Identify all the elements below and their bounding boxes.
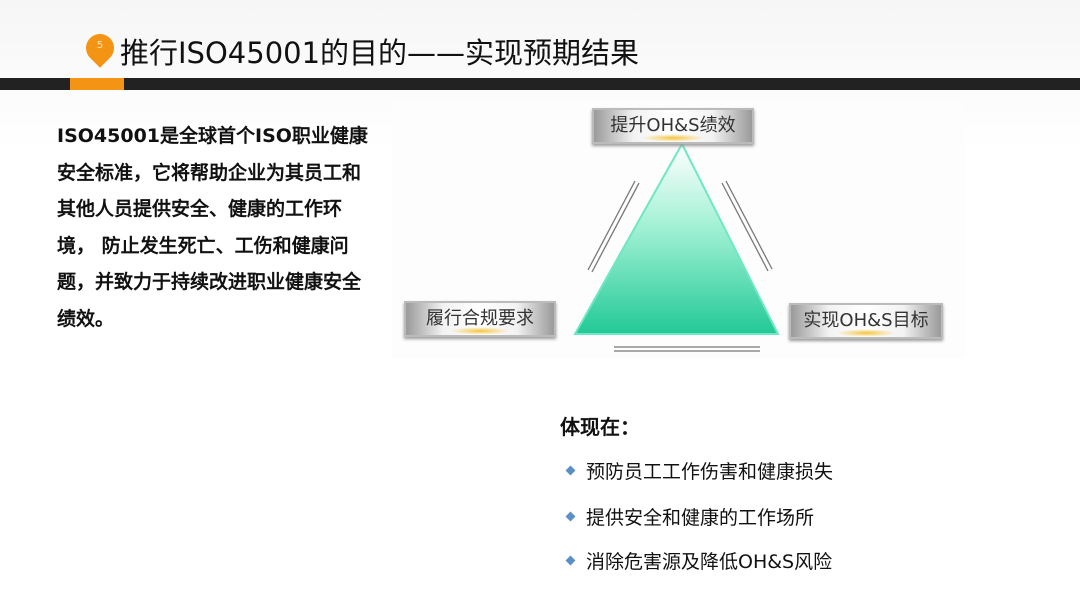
benefit-text: 提供安全和健康的工作场所 (586, 507, 815, 529)
header-bar-accent (70, 78, 124, 90)
diamond-bullet-icon (565, 555, 576, 566)
header-bar (0, 78, 1080, 90)
diamond-bullet-icon (565, 511, 576, 522)
benefit-text: 消除危害源及降低OH&S风险 (586, 551, 833, 573)
arrow-right (725, 180, 773, 270)
arrow-left (587, 180, 636, 271)
label-left-text: 履行合规要求 (426, 308, 534, 329)
benefit-item: 预防员工工作伤害和健康损失 (565, 457, 834, 484)
benefit-item: 提供安全和健康的工作场所 (565, 503, 815, 530)
intro-text: ISO45001是全球首个ISO职业健康安全标准，它将帮助企业为其员工和其他人员… (57, 125, 368, 330)
triangle-diagram: 提升OH&S绩效 履行合规要求 实现OH&S目标 (392, 102, 965, 358)
benefits-heading: 体现在： (560, 415, 640, 439)
label-right: 实现OH&S目标 (789, 303, 943, 339)
label-right-text: 实现OH&S目标 (803, 310, 929, 331)
triangle-shape (573, 141, 780, 335)
benefit-text: 预防员工工作伤害和健康损失 (586, 461, 834, 483)
slide-number: 5 (96, 40, 104, 51)
label-top: 提升OH&S绩效 (592, 108, 754, 144)
label-top-text: 提升OH&S绩效 (610, 115, 736, 136)
label-left: 履行合规要求 (404, 301, 556, 337)
slide-title: 推行ISO45001的目的——实现预期结果 (120, 36, 640, 70)
diamond-bullet-icon (565, 465, 576, 476)
benefit-item: 消除危害源及降低OH&S风险 (565, 547, 833, 574)
triangle-graphic (573, 141, 780, 352)
